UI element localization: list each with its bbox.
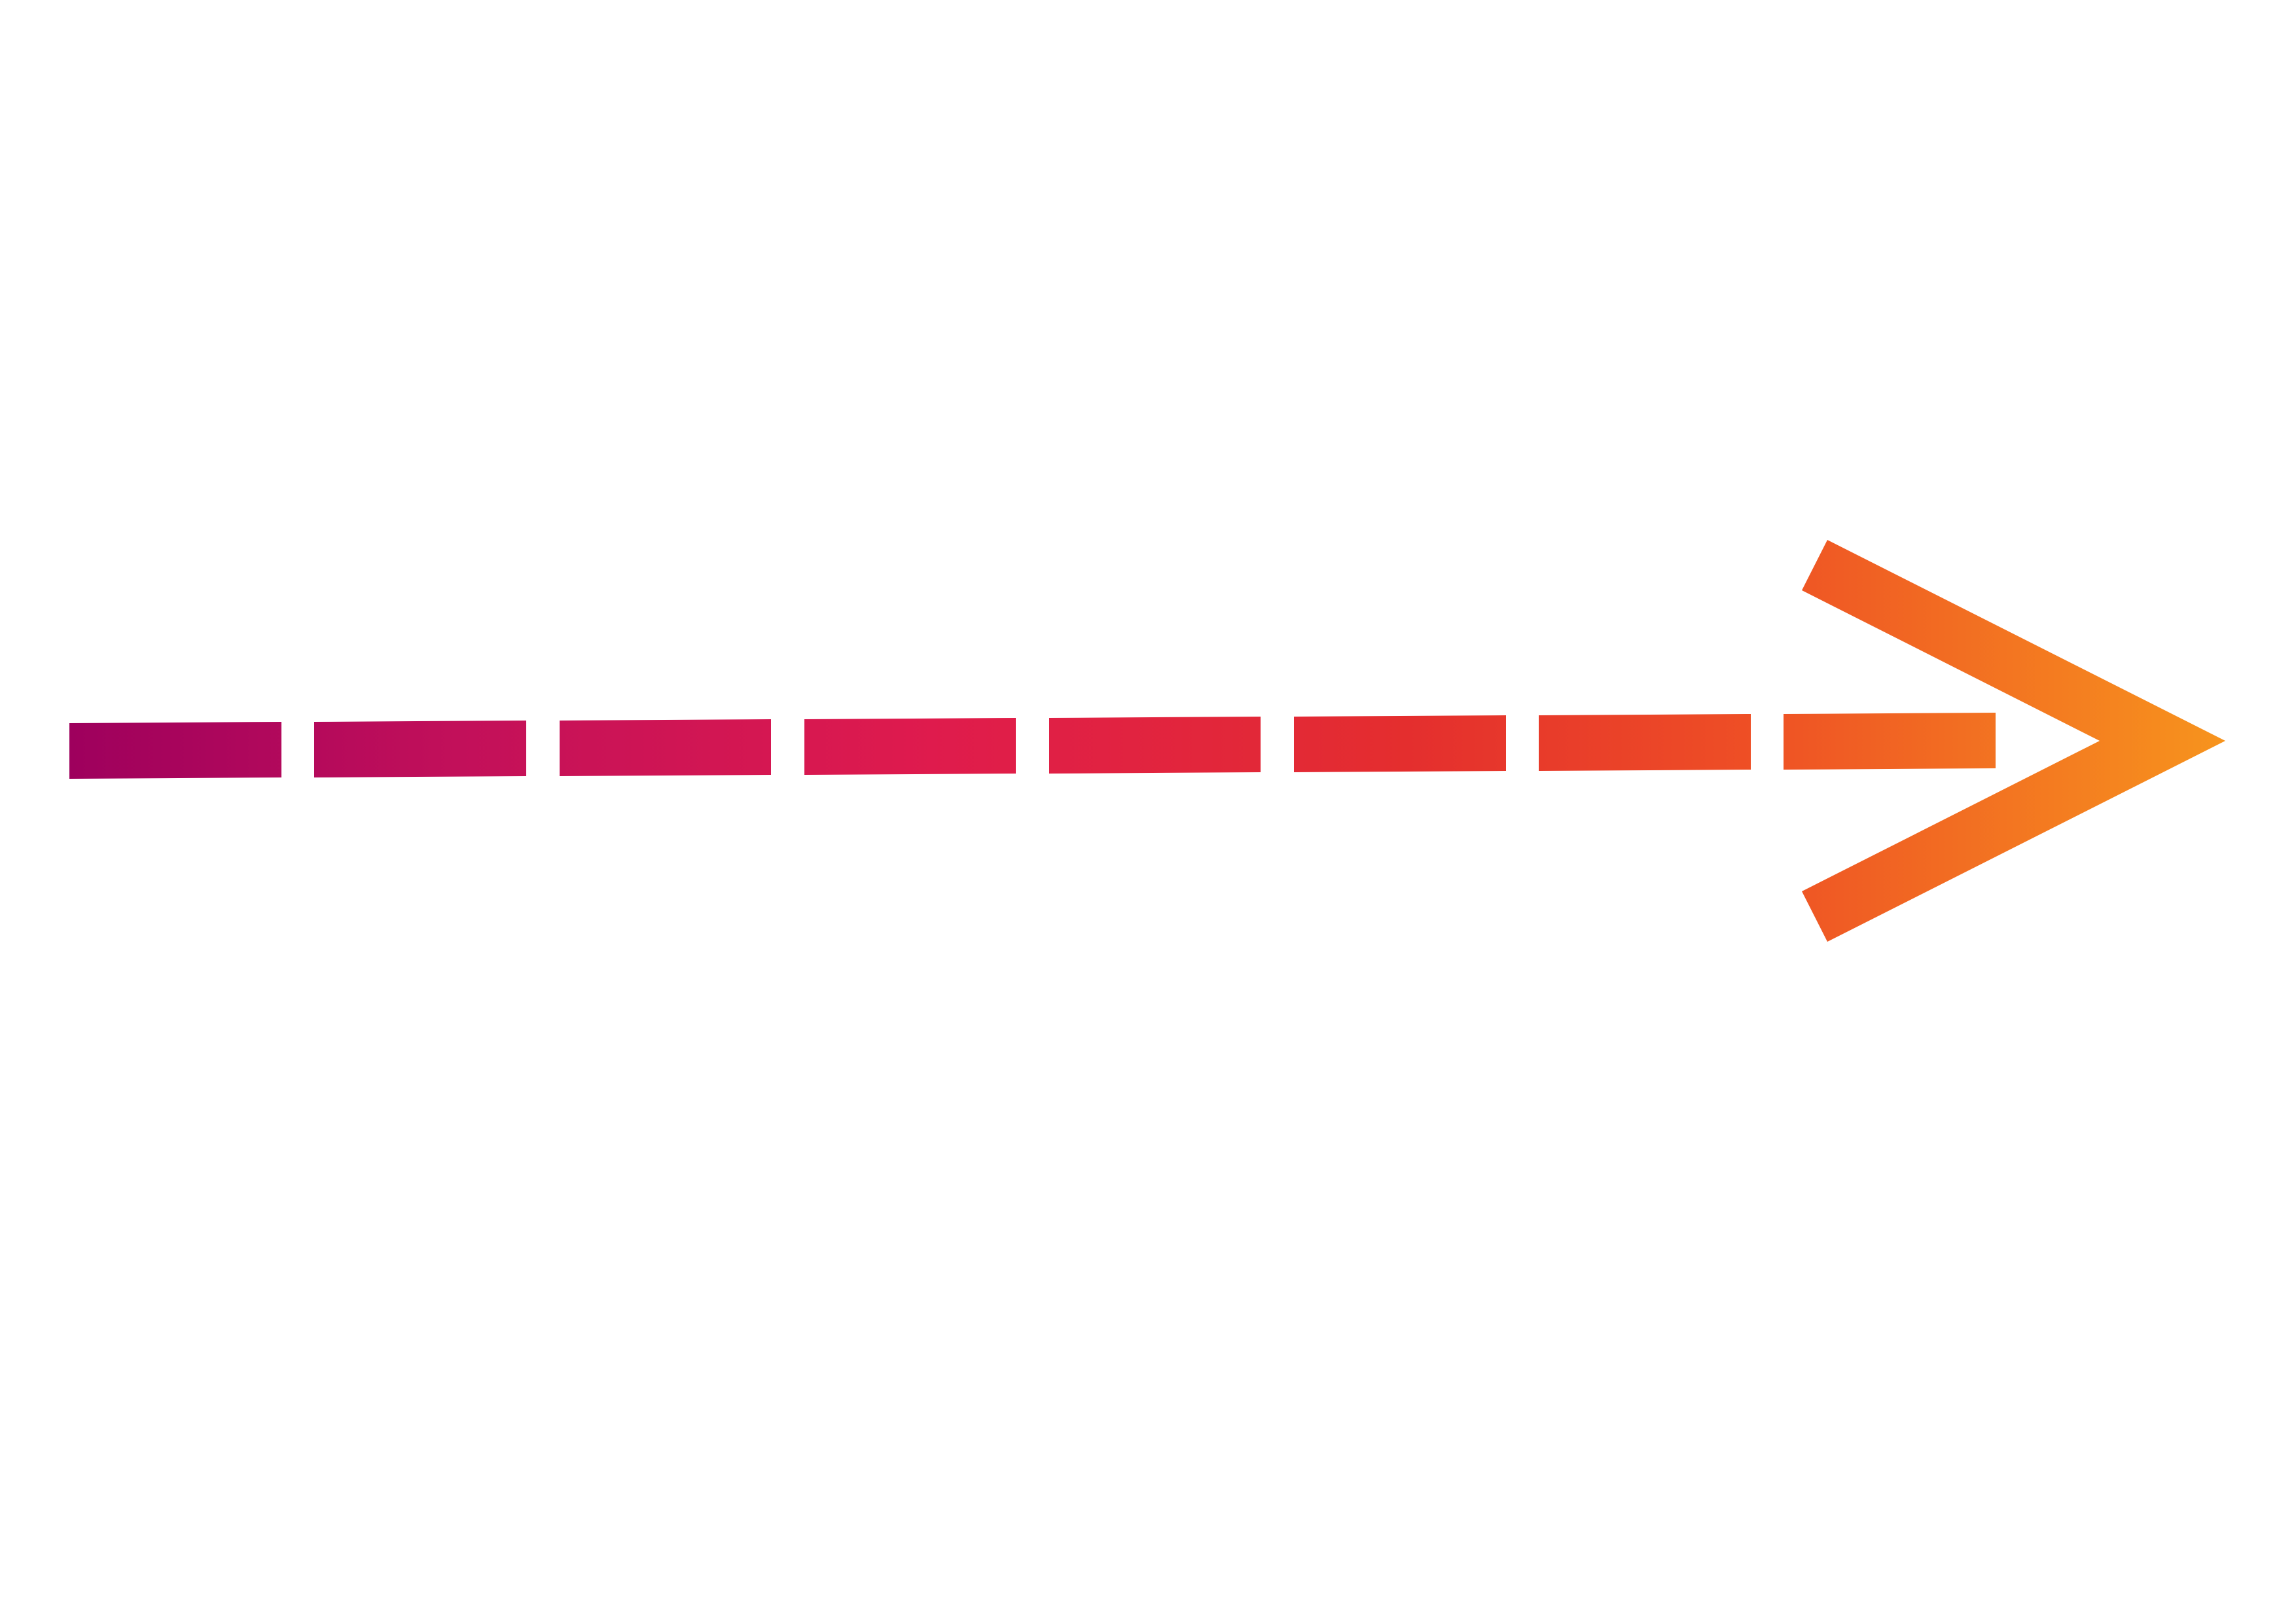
arrow-dash [1539,714,1751,771]
arrowhead-chevron [1802,540,2225,942]
arrow-dash [69,722,281,779]
dashed-arrow-icon [69,540,2225,942]
arrow-dash [560,719,771,776]
arrow-dash [1049,717,1261,774]
arrow-dash [314,721,526,777]
arrow-dash [1294,715,1506,772]
arrow-shaft-dashes [69,713,1996,779]
arrow-dash [1784,713,1996,770]
arrow-dash [804,718,1016,775]
